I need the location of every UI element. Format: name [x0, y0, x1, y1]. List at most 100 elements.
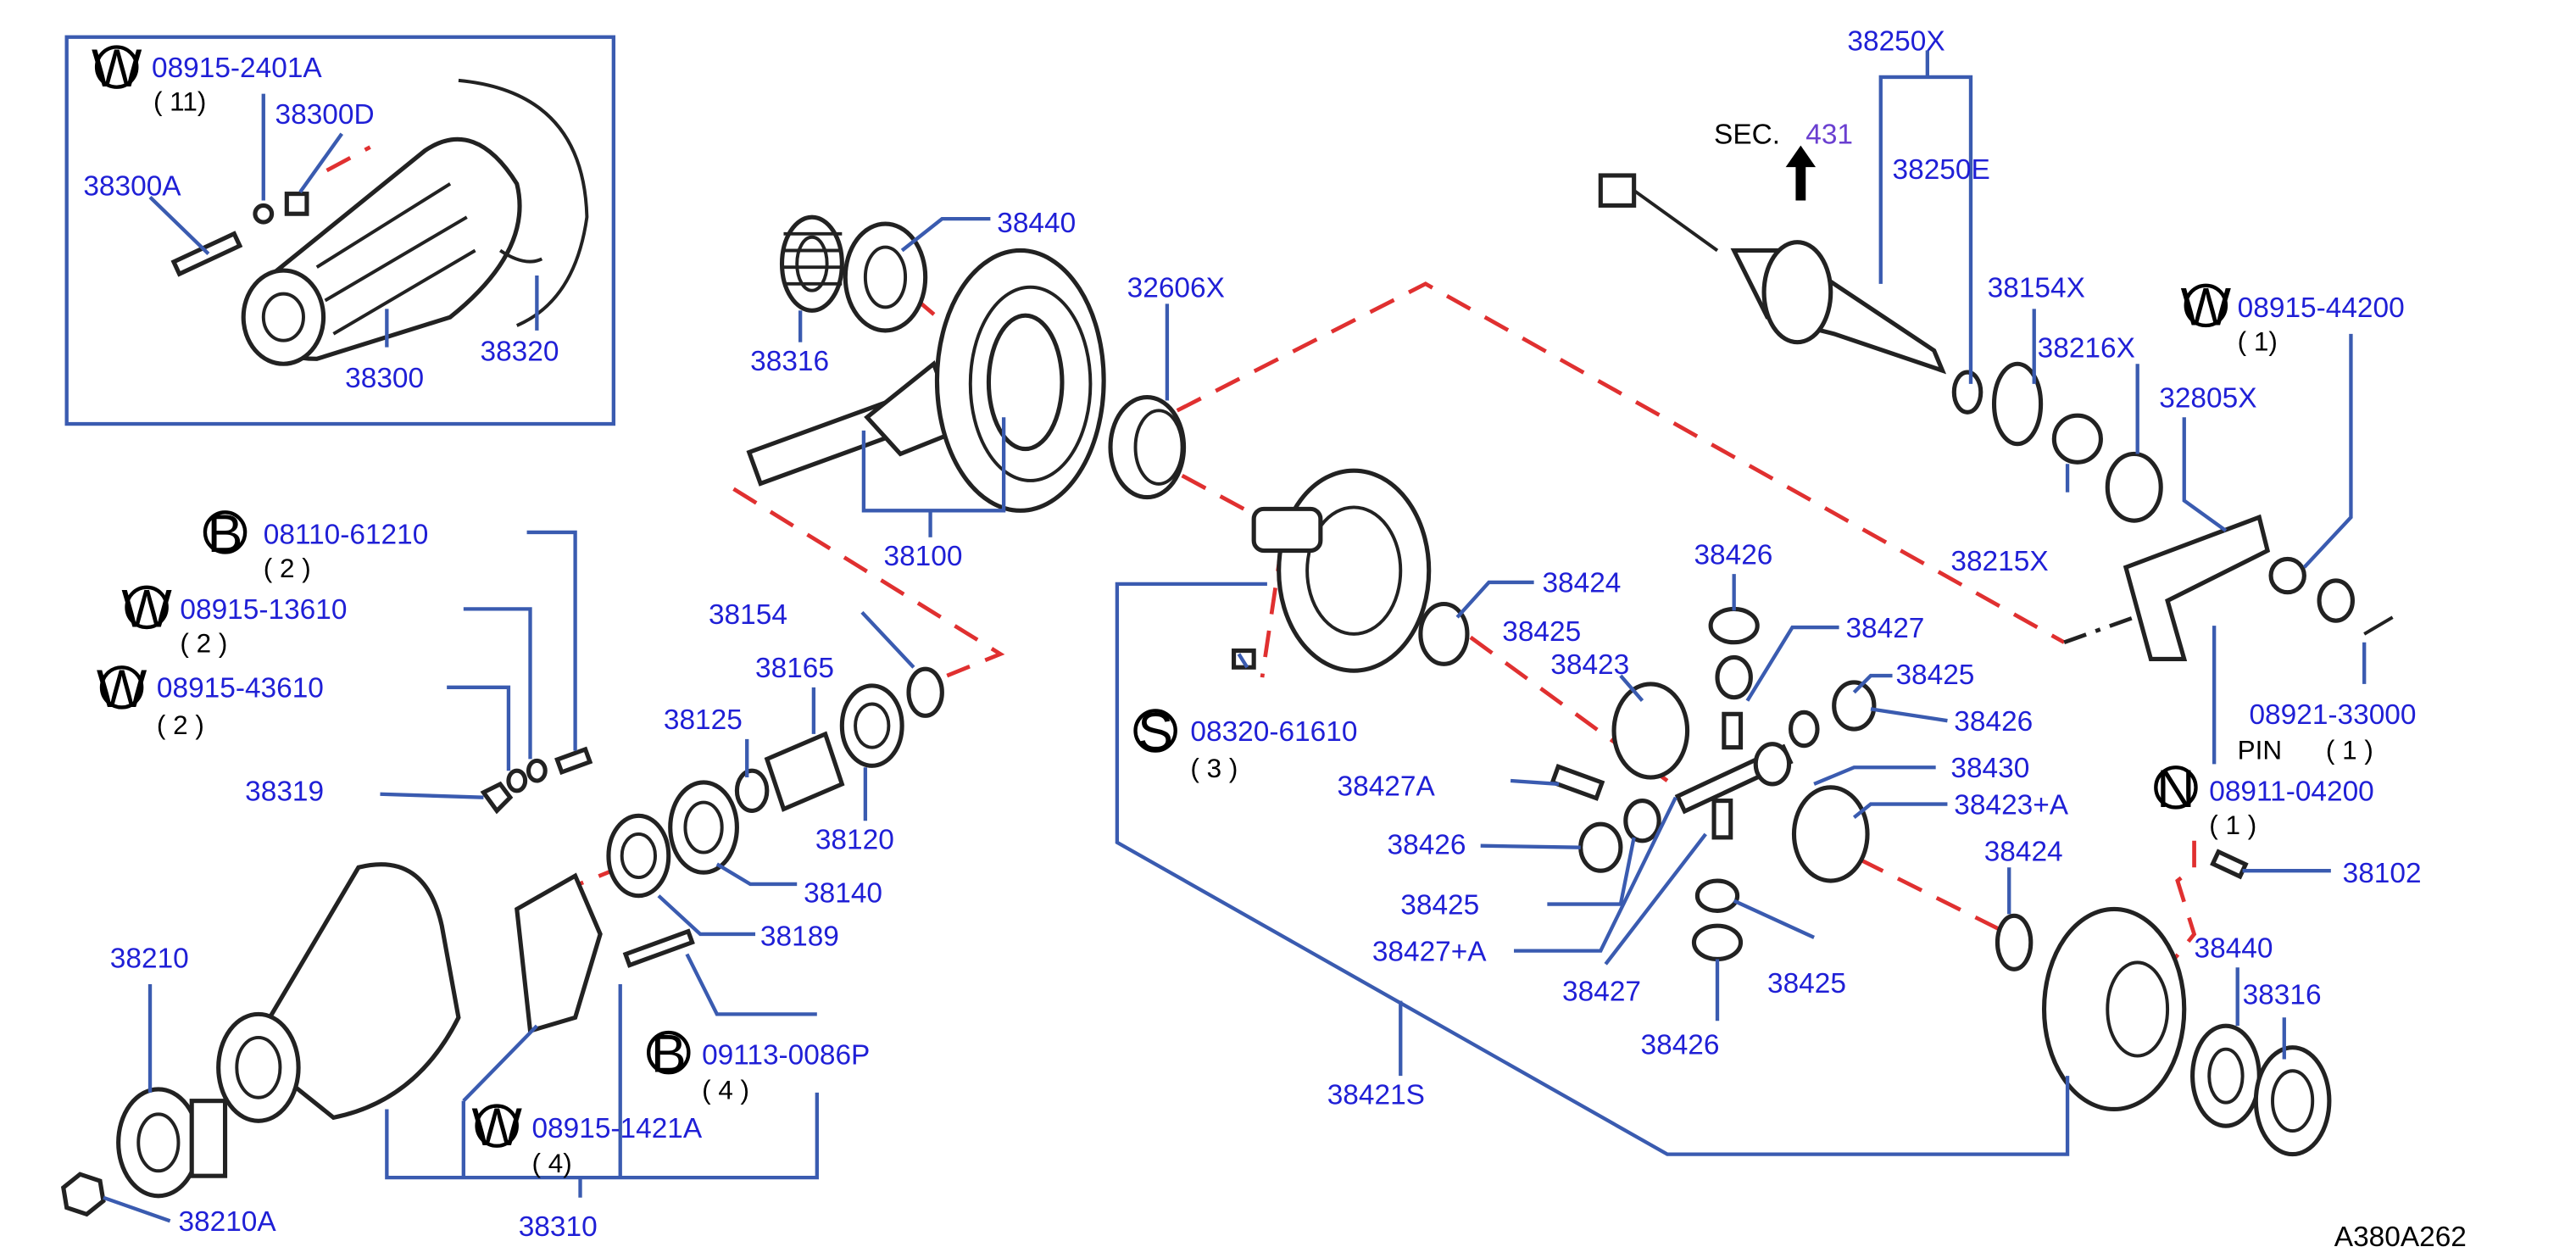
label-38316-top: 38316: [750, 346, 829, 377]
label-38300: 38300: [345, 363, 424, 394]
label-38125: 38125: [664, 704, 743, 736]
label-08911-04200: 08911-04200: [2209, 777, 2374, 808]
marker-w-08915-44200: W: [2181, 277, 2232, 337]
marker-w-08915-1421A: W: [471, 1098, 522, 1157]
marker-b-09113-0086P: B: [646, 1025, 691, 1084]
inset-frame: [64, 35, 616, 426]
label-38154X: 38154X: [1988, 273, 2085, 304]
label-08915-44200: 08915-44200: [2238, 292, 2405, 324]
bolts-washers-left-shape: [480, 746, 593, 815]
diagram-code: A380A262: [2334, 1222, 2467, 1253]
label-38427-top: 38427: [1845, 613, 1924, 644]
svg-text:B: B: [208, 504, 243, 564]
label-09113-0086P: 09113-0086P: [702, 1039, 870, 1071]
leader-lines: [103, 50, 2367, 1223]
drive-pinion-gear-shape: [746, 248, 1106, 513]
label-38430: 38430: [1950, 753, 2029, 784]
label-38427A: 38427A: [1338, 771, 1436, 803]
label-38427-bottom: 38427: [1562, 977, 1641, 1008]
svg-text:N: N: [2156, 760, 2195, 819]
qty-11: ( 11): [153, 86, 206, 116]
label-38426-bottom: 38426: [1641, 1030, 1720, 1061]
label-38120: 38120: [815, 825, 894, 856]
svg-text:B: B: [651, 1025, 687, 1084]
label-38425-bottom: 38425: [1767, 968, 1846, 999]
qty-2-13610: ( 2 ): [180, 629, 227, 659]
qty-3: ( 3 ): [1190, 754, 1238, 783]
label-08915-43610: 08915-43610: [157, 673, 324, 704]
svg-text:S: S: [1138, 703, 1173, 762]
label-38424-right: 38424: [1984, 836, 2063, 867]
label-38250E: 38250E: [1893, 154, 1990, 186]
marker-n-08911-04200: N: [2154, 760, 2198, 819]
label-sec-prefix: SEC.: [1714, 120, 1780, 151]
label-32805X: 32805X: [2159, 382, 2256, 414]
pinion-bearings-shape: [606, 666, 944, 968]
carrier-cover-38300-shape: [170, 78, 589, 366]
label-38216X: 38216X: [2038, 332, 2135, 364]
diff-case-shape: [1232, 468, 1432, 673]
label-38316-bottom: 38316: [2243, 980, 2322, 1011]
label-38165: 38165: [755, 653, 834, 684]
label-08921-33000: 08921-33000: [2249, 699, 2416, 731]
label-38423: 38423: [1550, 649, 1629, 681]
label-38300A: 38300A: [83, 171, 181, 203]
qty-1-44200: ( 1): [2238, 327, 2278, 357]
label-38426-top: 38426: [1694, 539, 1772, 571]
qty-2-08110: ( 2 ): [264, 554, 311, 583]
svg-text:W: W: [471, 1098, 522, 1157]
part-labels: 38250X SEC. 431 38250E 08915-2401A ( 11)…: [83, 25, 2467, 1252]
label-38320: 38320: [480, 336, 559, 367]
label-pin: PIN: [2238, 735, 2282, 765]
label-08320-61610: 08320-61610: [1190, 716, 1357, 748]
label-38425-right: 38425: [1895, 660, 1974, 691]
label-08915-13610: 08915-13610: [180, 594, 347, 626]
label-38102: 38102: [2343, 858, 2422, 889]
marker-b-08110-61210: B: [203, 504, 248, 564]
label-38424-top: 38424: [1542, 568, 1621, 599]
side-retainer-32606X-shape: [1108, 395, 1187, 500]
label-38215X: 38215X: [1950, 546, 2048, 577]
label-38425-left: 38425: [1400, 889, 1479, 921]
qty-4-1421A: ( 4): [531, 1149, 571, 1178]
label-38423-plus-a: 38423+A: [1954, 789, 2068, 821]
output-shaft-38250X-shape: [1598, 173, 2394, 661]
side-bearing-top-shape: [779, 214, 928, 333]
label-38425-top: 38425: [1502, 616, 1581, 648]
label-38250X: 38250X: [1847, 25, 1945, 57]
label-38426-left: 38426: [1388, 830, 1466, 861]
qty-2-43610: ( 2 ): [157, 710, 204, 740]
label-38210A: 38210A: [178, 1206, 276, 1238]
label-38100: 38100: [884, 541, 963, 572]
diff-case-right-shape: [2041, 849, 2332, 1157]
label-08915-2401A: 08915-2401A: [152, 53, 322, 84]
label-38440-top: 38440: [997, 208, 1076, 239]
label-38210: 38210: [110, 943, 189, 974]
label-sec-431[interactable]: 431: [1805, 120, 1853, 151]
marker-s-08320-61610: S: [1133, 703, 1177, 762]
label-08110-61210: 08110-61210: [264, 520, 429, 551]
qty-1-pin: ( 1 ): [2326, 735, 2373, 765]
svg-text:W: W: [2181, 277, 2232, 337]
marker-w-08915-13610: W: [121, 579, 172, 638]
svg-text:W: W: [121, 579, 172, 638]
qty-4-09113: ( 4 ): [702, 1076, 749, 1105]
label-38300D: 38300D: [275, 99, 375, 131]
label-38421S: 38421S: [1327, 1080, 1425, 1111]
qty-1-n: ( 1 ): [2209, 810, 2256, 840]
diff-gears-shape: [1418, 601, 2034, 971]
dashed-assembly-lines: [325, 145, 2197, 969]
svg-text:W: W: [97, 660, 147, 719]
label-38140: 38140: [804, 878, 882, 910]
label-38426-right: 38426: [1954, 706, 2033, 738]
label-38189: 38189: [760, 921, 839, 953]
label-38154: 38154: [709, 599, 787, 631]
label-32606X: 32606X: [1127, 273, 1225, 304]
svg-text:W: W: [92, 39, 142, 98]
section-arrow: [1785, 145, 1817, 201]
marker-w-08915-43610: W: [97, 660, 147, 719]
label-38319: 38319: [245, 777, 324, 808]
part-drawings: [60, 78, 2394, 1217]
label-38440-bottom: 38440: [2195, 932, 2273, 964]
